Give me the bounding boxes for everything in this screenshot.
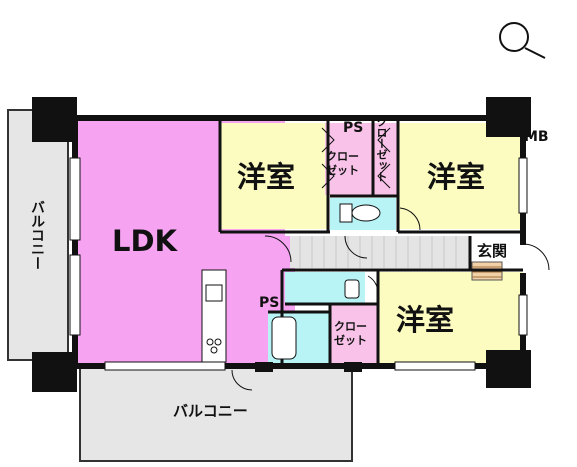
entrance-step-lines (472, 266, 502, 278)
washbasin-icon (344, 279, 360, 299)
toilet-icon (339, 203, 381, 223)
label-closet-lower: クロー ゼット (334, 320, 367, 347)
label-bedroom-upper-right: 洋室 (427, 160, 486, 194)
closet-upper-area (325, 123, 373, 195)
balcony-side (7, 109, 69, 361)
label-ps-upper: PS (343, 120, 364, 136)
windows (69, 157, 528, 371)
label-balcony-bottom: バルコニー (173, 402, 248, 420)
hall-floor-pattern (299, 236, 457, 268)
closet-lower-area (330, 304, 378, 366)
kitchen-sink (205, 284, 223, 302)
bedroom-upper-left-area (220, 123, 328, 229)
label-mb: MB (524, 129, 549, 145)
label-entrance: 玄関 (477, 242, 508, 260)
columns (32, 97, 531, 392)
bathtub-icon (271, 316, 297, 360)
bedroom-upper-right-area (398, 123, 523, 229)
closet-door-marks (321, 127, 391, 189)
label-bedroom-upper-left: 洋室 (237, 160, 296, 194)
kitchen-counter (201, 269, 227, 363)
label-ldk: LDK (112, 224, 178, 258)
balcony-bottom (79, 367, 353, 462)
hall-area (290, 236, 470, 268)
interior-walls (218, 118, 523, 366)
label-ps-lower: PS (259, 295, 280, 311)
stove-icon (206, 338, 222, 354)
doors (231, 207, 550, 391)
label-closet-upper: クロー ゼット (326, 150, 359, 177)
label-bedroom-lower: 洋室 (396, 303, 455, 337)
compass-north-icon (499, 22, 546, 59)
label-closet-vertical: クローゼット (375, 116, 388, 182)
label-balcony-side: バルコニー (29, 200, 45, 270)
